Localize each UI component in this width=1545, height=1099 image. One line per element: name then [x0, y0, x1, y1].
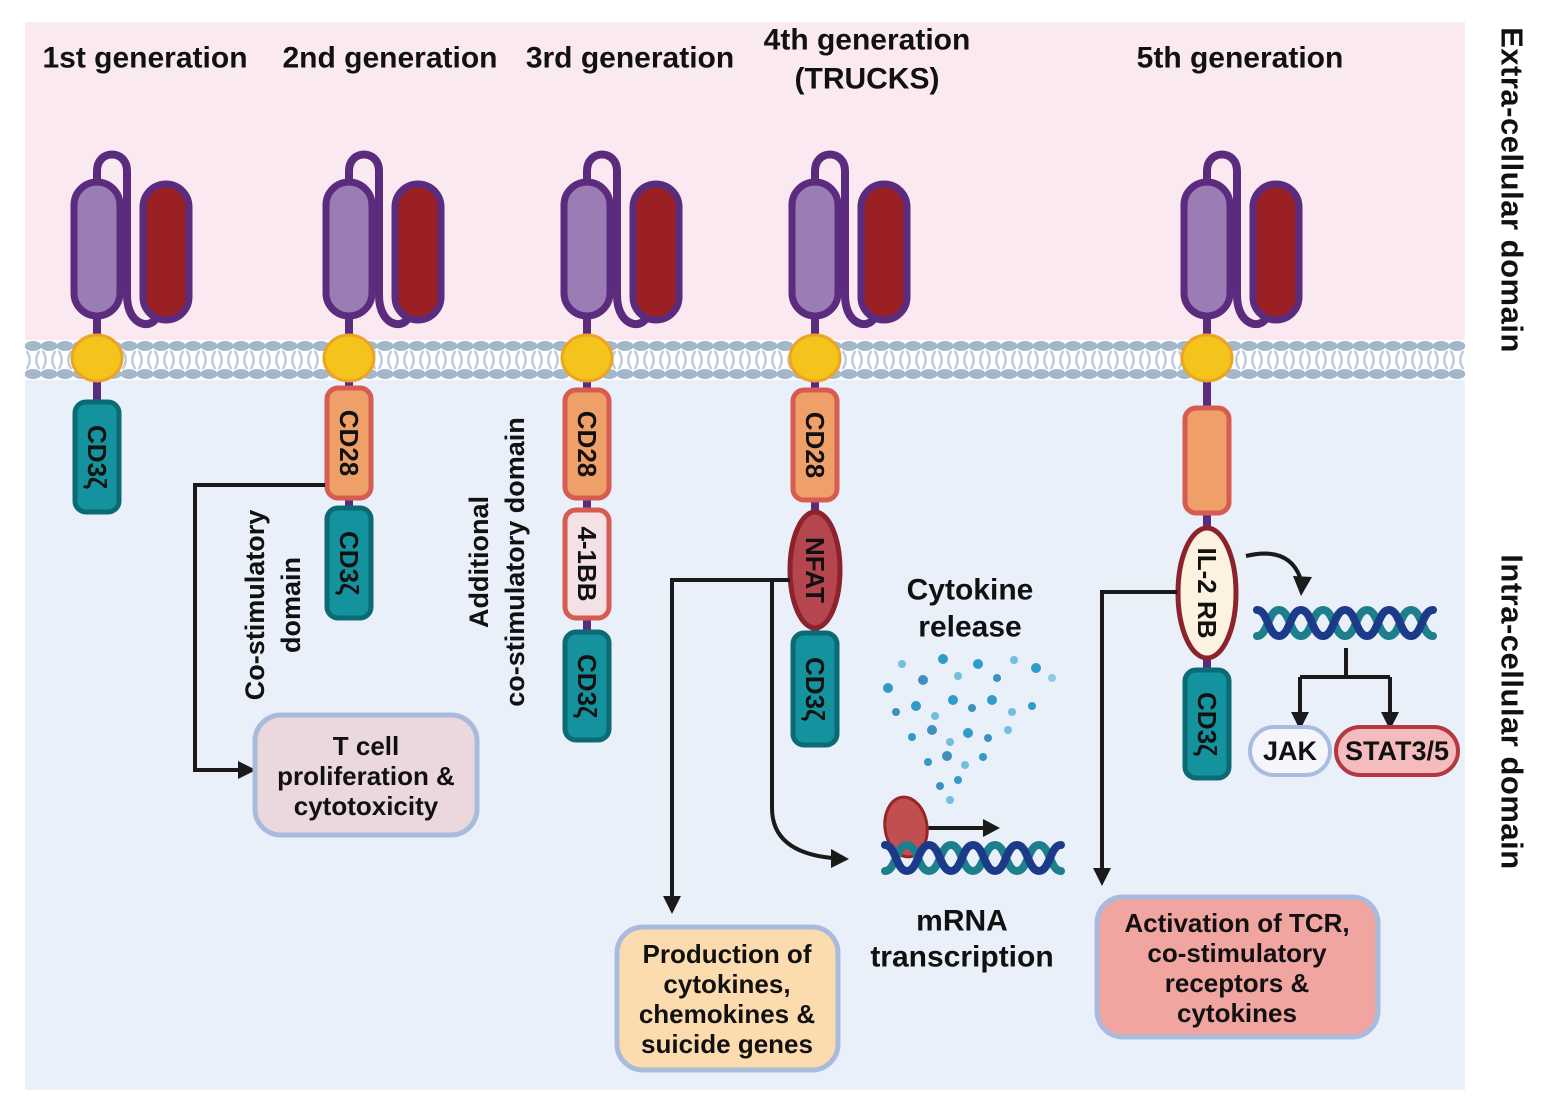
tcell-proliferation-box: T cell proliferation & cytotoxicity [252, 712, 480, 838]
label-nfat-gen4: NFAT [800, 537, 830, 603]
svg-text:cytokines,: cytokines, [663, 969, 790, 999]
gen2-domains: CD28 CD3ζ [324, 385, 374, 621]
gen3-domains: CD28 4-1BB CD3ζ [562, 387, 612, 743]
cytokine-release-line1: Cytokine [907, 574, 1034, 607]
label-41bb-gen3: 4-1BB [572, 526, 602, 601]
rna-polymerase-icon [883, 795, 929, 859]
cytokine-dots-icon [883, 654, 1056, 804]
svg-text:suicide genes: suicide genes [641, 1029, 813, 1059]
gen1-domains: CD3ζ [72, 399, 122, 515]
side-label-intracellular: Intra-cellular domain [1495, 554, 1530, 869]
svg-text:JAK: JAK [1263, 736, 1318, 766]
svg-text:cytokines: cytokines [1177, 998, 1297, 1028]
svg-text:Production of: Production of [643, 939, 812, 969]
label-cd28-gen3: CD28 [572, 411, 602, 477]
header-gen3: 3rd generation [526, 42, 734, 75]
stat35-pill: STAT3/5 [1334, 725, 1460, 777]
svg-text:Activation of TCR,: Activation of TCR, [1124, 908, 1349, 938]
svg-text:STAT3/5: STAT3/5 [1345, 736, 1449, 766]
svg-text:chemokines &: chemokines & [639, 999, 815, 1029]
svg-text:proliferation &: proliferation & [277, 761, 455, 791]
header-gen4-line1: 4th generation [764, 24, 971, 57]
production-cytokines-box: Production of cytokines, chemokines & su… [614, 924, 841, 1073]
gen5-domains: IL-2 RB CD3ζ [1175, 405, 1239, 781]
label-cd3z-gen2: CD3ζ [334, 531, 364, 595]
header-gen1: 1st generation [42, 42, 247, 75]
side-label-extracellular: Extra-cellular domain [1495, 27, 1530, 353]
label-cd3z-gen3: CD3ζ [572, 654, 602, 718]
svg-text:Co-stimulatory: Co-stimulatory [240, 510, 270, 701]
transmembrane-anchors [70, 333, 1234, 383]
label-cd3z-gen4: CD3ζ [800, 657, 830, 721]
gen4-domains: CD28 NFAT CD3ζ [787, 387, 843, 748]
mrna-transcription-line1: mRNA [916, 905, 1008, 938]
label-cd28-gen4: CD28 [800, 412, 830, 478]
arrow-heads [238, 576, 1399, 914]
svg-text:domain: domain [276, 557, 306, 653]
svg-text:receptors &: receptors & [1165, 968, 1310, 998]
label-il2rb-gen5: IL-2 RB [1192, 548, 1222, 639]
svg-text:Additional: Additional [464, 496, 494, 628]
label-cd3z-gen5: CD3ζ [1192, 692, 1222, 756]
cytokine-release-line2: release [918, 611, 1021, 644]
svg-text:Intra-cellular domain: Intra-cellular domain [1495, 554, 1530, 869]
costim-domain-gen5 [1182, 405, 1232, 516]
dna-helix-transcription-icon [881, 795, 1065, 876]
svg-text:co-stimulatory: co-stimulatory [1147, 938, 1327, 968]
label-cd28-gen2: CD28 [334, 410, 364, 476]
dna-helix-gen5-icon [1253, 605, 1437, 641]
header-gen4-line2: (TRUCKS) [795, 63, 940, 96]
svg-text:T cell: T cell [333, 731, 399, 761]
svg-text:Extra-cellular domain: Extra-cellular domain [1495, 27, 1530, 353]
costimulatory-domain-annotation: Co-stimulatory domain [240, 510, 306, 701]
header-gen5: 5th generation [1137, 42, 1344, 75]
mrna-transcription-line2: transcription [870, 941, 1053, 974]
svg-text:cytotoxicity: cytotoxicity [294, 791, 439, 821]
lipid-bilayer-icon [25, 340, 1465, 380]
label-cd3z-gen1: CD3ζ [82, 425, 112, 489]
activation-tcr-box: Activation of TCR, co-stimulatory recept… [1094, 894, 1381, 1040]
additional-costimulatory-annotation: Additional co-stimulatory domain [464, 417, 530, 707]
header-gen2: 2nd generation [282, 42, 497, 75]
jak-pill: JAK [1248, 725, 1332, 777]
svg-text:co-stimulatory domain: co-stimulatory domain [500, 417, 530, 707]
